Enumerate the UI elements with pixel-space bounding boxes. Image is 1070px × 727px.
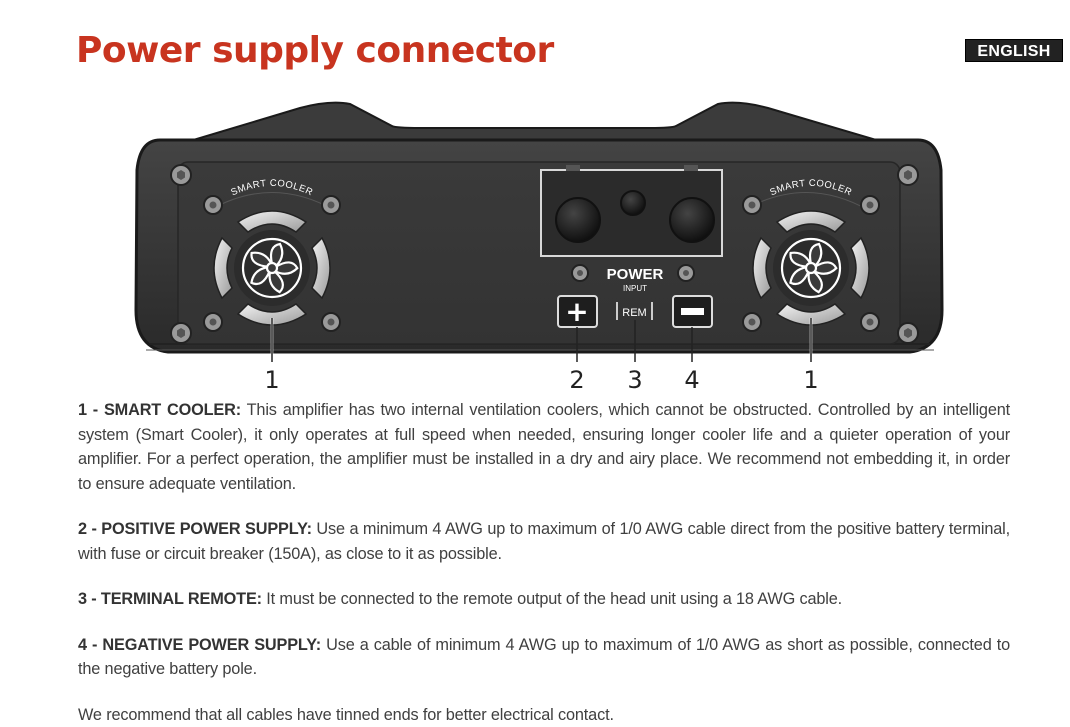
power-terminal-block xyxy=(541,165,722,256)
section-term: 2 - POSITIVE POWER SUPPLY: xyxy=(78,520,312,538)
amplifier-diagram: SMART COOLER xyxy=(0,0,1070,400)
rem-label: REM xyxy=(622,307,646,319)
callout-4: 4 xyxy=(677,366,707,394)
section-terminal-remote: 3 - TERMINAL REMOTE: It must be connecte… xyxy=(78,587,1010,612)
section-smart-cooler: 1 - SMART COOLER: This amplifier has two… xyxy=(78,398,1010,496)
section-negative-power: 4 - NEGATIVE POWER SUPPLY: Use a cable o… xyxy=(78,633,1010,682)
callout-1-left: 1 xyxy=(257,366,287,394)
section-term: 3 - TERMINAL REMOTE: xyxy=(78,590,262,608)
input-label: INPUT xyxy=(623,284,647,293)
footer-note: We recommend that all cables have tinned… xyxy=(78,703,1010,727)
callout-2: 2 xyxy=(562,366,592,394)
callout-1-right: 1 xyxy=(796,366,826,394)
section-term: 4 - NEGATIVE POWER SUPPLY: xyxy=(78,636,321,654)
callout-3: 3 xyxy=(620,366,650,394)
section-text: It must be connected to the remote outpu… xyxy=(262,590,842,608)
plus-symbol: + xyxy=(565,295,588,328)
power-label: POWER xyxy=(607,266,664,283)
instructions: 1 - SMART COOLER: This amplifier has two… xyxy=(78,398,1010,727)
section-positive-power: 2 - POSITIVE POWER SUPPLY: Use a minimum… xyxy=(78,517,1010,566)
section-term: 1 - SMART COOLER: xyxy=(78,401,241,419)
positive-terminal: + xyxy=(558,295,597,328)
callout-numbers: 1 2 3 4 1 xyxy=(0,366,1070,396)
negative-terminal xyxy=(673,296,712,327)
